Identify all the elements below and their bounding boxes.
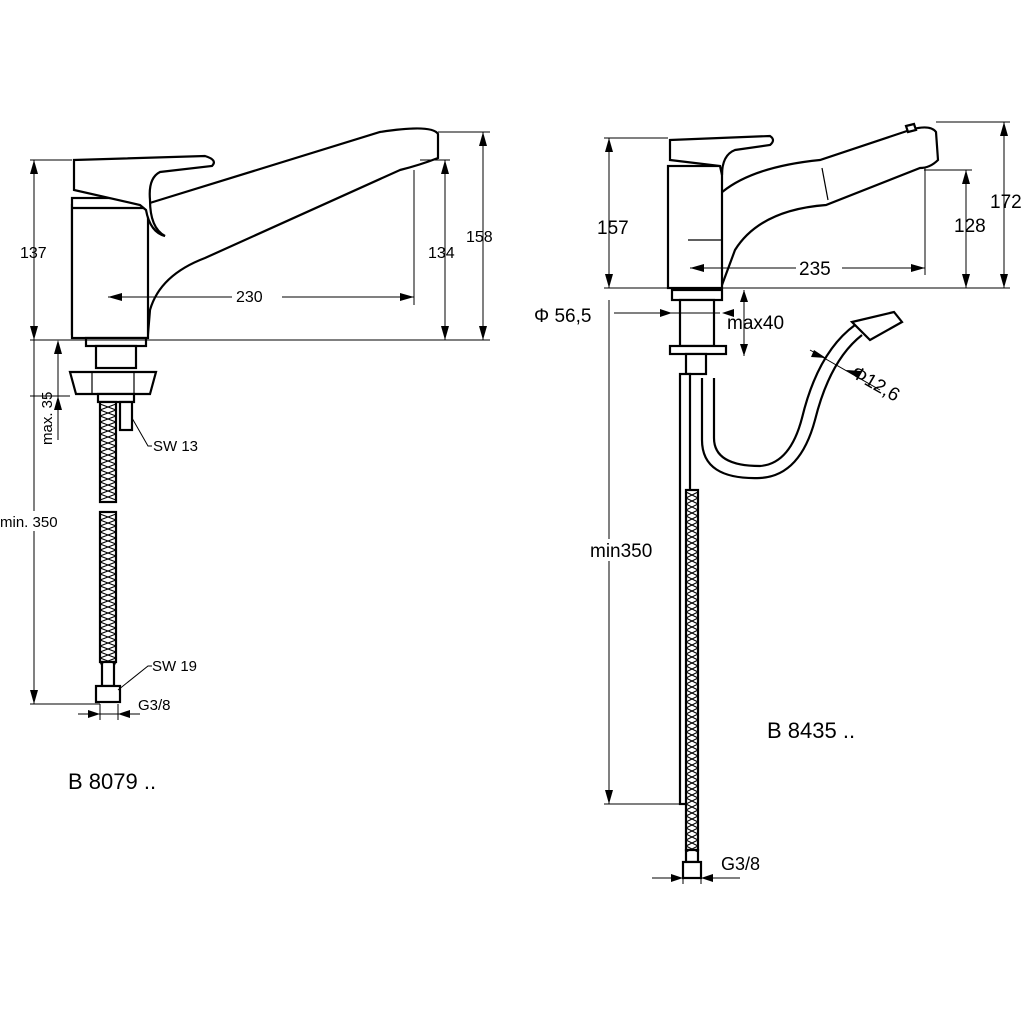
base-right — [670, 288, 724, 302]
base-left — [84, 336, 148, 348]
spout-right — [688, 126, 940, 287]
supply-hose-right-2 — [684, 488, 700, 852]
lever-right — [668, 134, 775, 176]
dim-diameter-base: Φ 56,5 — [534, 306, 591, 327]
dim-230: 230 — [236, 289, 263, 306]
dim-128: 128 — [954, 216, 986, 237]
dim-min350: min. 350 — [0, 514, 58, 531]
mounting-bracket-left — [68, 370, 158, 396]
dim-min350-right: min350 — [590, 541, 652, 562]
dim-235: 235 — [799, 259, 831, 280]
label-sw19: SW 19 — [152, 658, 197, 675]
dimensions-right: 157 128 172 235 Φ 56,5 max40 Φ12,6 mi — [534, 121, 1022, 884]
fitting-left — [94, 684, 122, 704]
pullout-hose — [700, 334, 863, 480]
hose-braiding — [99, 403, 699, 853]
label-g38-right: G3/8 — [721, 854, 760, 874]
faucet-left — [68, 127, 440, 704]
mounting-plate-right — [668, 344, 728, 356]
lever-left — [72, 154, 215, 238]
label-g38-left: G3/8 — [138, 697, 171, 714]
spout-left — [70, 127, 440, 336]
body-left — [70, 196, 150, 340]
dim-diameter-hose: Φ12,6 — [848, 362, 904, 406]
dim-134: 134 — [428, 245, 455, 262]
model-label-left: B 8079 .. — [68, 769, 156, 794]
dim-172: 172 — [990, 192, 1022, 213]
dim-max40: max40 — [727, 313, 784, 334]
dim-158: 158 — [466, 229, 493, 246]
body-right — [666, 164, 724, 290]
dim-157: 157 — [597, 218, 629, 239]
faucet-right — [666, 122, 940, 880]
fitting-right — [681, 860, 703, 880]
dim-137: 137 — [20, 245, 47, 262]
hose-connector — [849, 310, 904, 342]
label-sw13: SW 13 — [153, 438, 198, 455]
dim-max35: max. 35 — [39, 392, 56, 445]
dimensions-left: 137 134 158 230 max. 35 min. 350 SW 13 S… — [0, 131, 493, 720]
model-label-right: B 8435 .. — [767, 718, 855, 743]
